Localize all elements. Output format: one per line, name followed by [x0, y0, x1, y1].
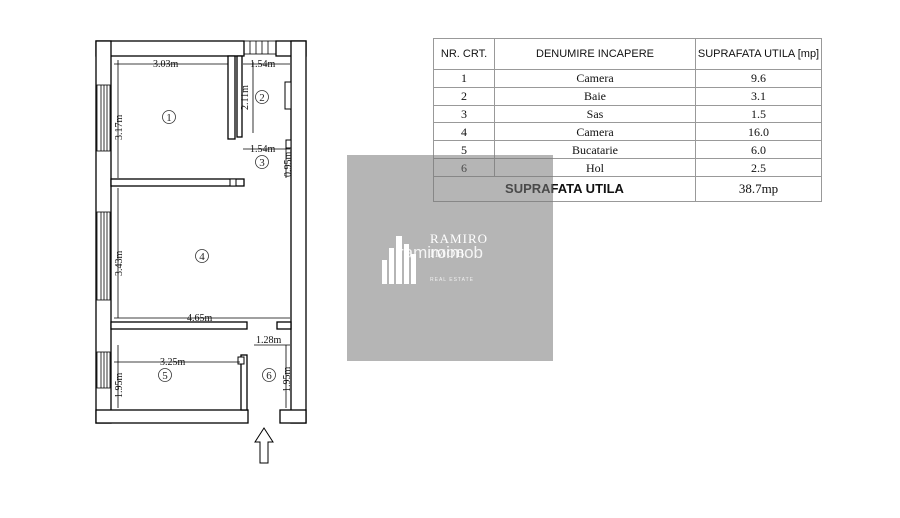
header-nr: NR. CRT. [433, 38, 495, 70]
row-name: Camera [494, 69, 696, 88]
balcony-door [243, 40, 277, 55]
dim-room2-height: 2.11m [240, 85, 251, 110]
dim-room6-height: 1.95m [282, 367, 293, 393]
dim-room3-height: 0.95m [283, 152, 294, 178]
row-nr: 4 [433, 122, 495, 142]
dim-room1-width: 3.03m [153, 59, 179, 70]
entrance-arrow-icon [254, 427, 274, 464]
watermark-brand-line1: RAMIRO [430, 231, 489, 246]
total-value: 38.7mp [695, 176, 822, 202]
dim-room4-width: 4.65m [187, 313, 213, 324]
table-header-row: NR. CRT. DENUMIRE INCAPERE SUPRAFATA UTI… [433, 38, 822, 70]
table-row: 2 Baie 3.1 [433, 86, 822, 106]
wall-room1-right [227, 55, 236, 140]
wall-room4-hol [276, 321, 292, 330]
wall-right [290, 40, 307, 424]
window-kitchen [96, 351, 111, 389]
bath-fixture-1 [284, 81, 292, 110]
row-nr: 1 [433, 69, 495, 88]
watermark-box [347, 155, 553, 361]
row-nr: 2 [433, 86, 495, 106]
watermark-overlay-text: ramiroimob [398, 243, 484, 262]
table-row: 5 Bucatarie 6.0 [433, 140, 822, 160]
window-room4 [96, 211, 111, 301]
wall-room2-right-top [236, 55, 243, 138]
table-row: 3 Sas 1.5 [433, 104, 822, 124]
building-logo-icon [382, 236, 416, 284]
floor-plan: 3.03m 1.54m 3.17m 2.11m 1.54m 0.95m 3.43… [95, 40, 307, 464]
dim-room3-width: 1.54m [250, 144, 276, 155]
kitchen-fixture [237, 356, 245, 365]
bath-fixture-2 [285, 139, 292, 149]
wall-left [95, 40, 112, 424]
row-nr: 3 [433, 104, 495, 124]
room-number-1: 1 [166, 112, 172, 124]
row-name: Sas [494, 104, 696, 124]
dim-room5-height: 1.95m [114, 373, 125, 399]
area-table: NR. CRT. DENUMIRE INCAPERE SUPRAFATA UTI… [433, 38, 822, 202]
header-name: DENUMIRE INCAPERE [494, 38, 696, 70]
watermark-brand-line2: IMOB [430, 246, 466, 260]
dim-room6-width: 1.28m [256, 335, 282, 346]
wall-bottom-right [279, 409, 307, 424]
row-area: 2.5 [695, 158, 822, 177]
row-name: Camera [494, 122, 696, 142]
table-row: 4 Camera 16.0 [433, 122, 822, 142]
row-area: 6.0 [695, 140, 822, 160]
row-area: 1.5 [695, 104, 822, 124]
room4-fixture [229, 178, 237, 187]
row-area: 16.0 [695, 122, 822, 142]
wall-kitchen-right [240, 354, 248, 411]
wall-top-left [95, 40, 245, 57]
room-number-5: 5 [162, 370, 168, 382]
table-row: 1 Camera 9.6 [433, 69, 822, 88]
row-area: 9.6 [695, 69, 822, 88]
room-number-2: 2 [259, 92, 265, 104]
dim-room4-height: 3.43m [114, 251, 125, 277]
wall-bottom-left [95, 409, 249, 424]
room-number-6: 6 [266, 370, 272, 382]
room-number-3: 3 [259, 157, 265, 169]
wall-room1-room4 [110, 178, 245, 187]
dim-room2-width: 1.54m [250, 59, 276, 70]
row-area: 3.1 [695, 86, 822, 106]
watermark-tagline: REAL ESTATE [430, 277, 474, 283]
wall-room4-room5 [110, 321, 248, 330]
dim-room1-height: 3.17m [114, 115, 125, 141]
dim-room5-width: 3.25m [160, 357, 186, 368]
watermark-brand: RAMIRO IMOB [430, 231, 520, 261]
row-name: Baie [494, 86, 696, 106]
window-room1 [96, 84, 111, 152]
room-number-4: 4 [199, 251, 205, 263]
header-area: SUPRAFATA UTILA [mp] [695, 38, 822, 70]
